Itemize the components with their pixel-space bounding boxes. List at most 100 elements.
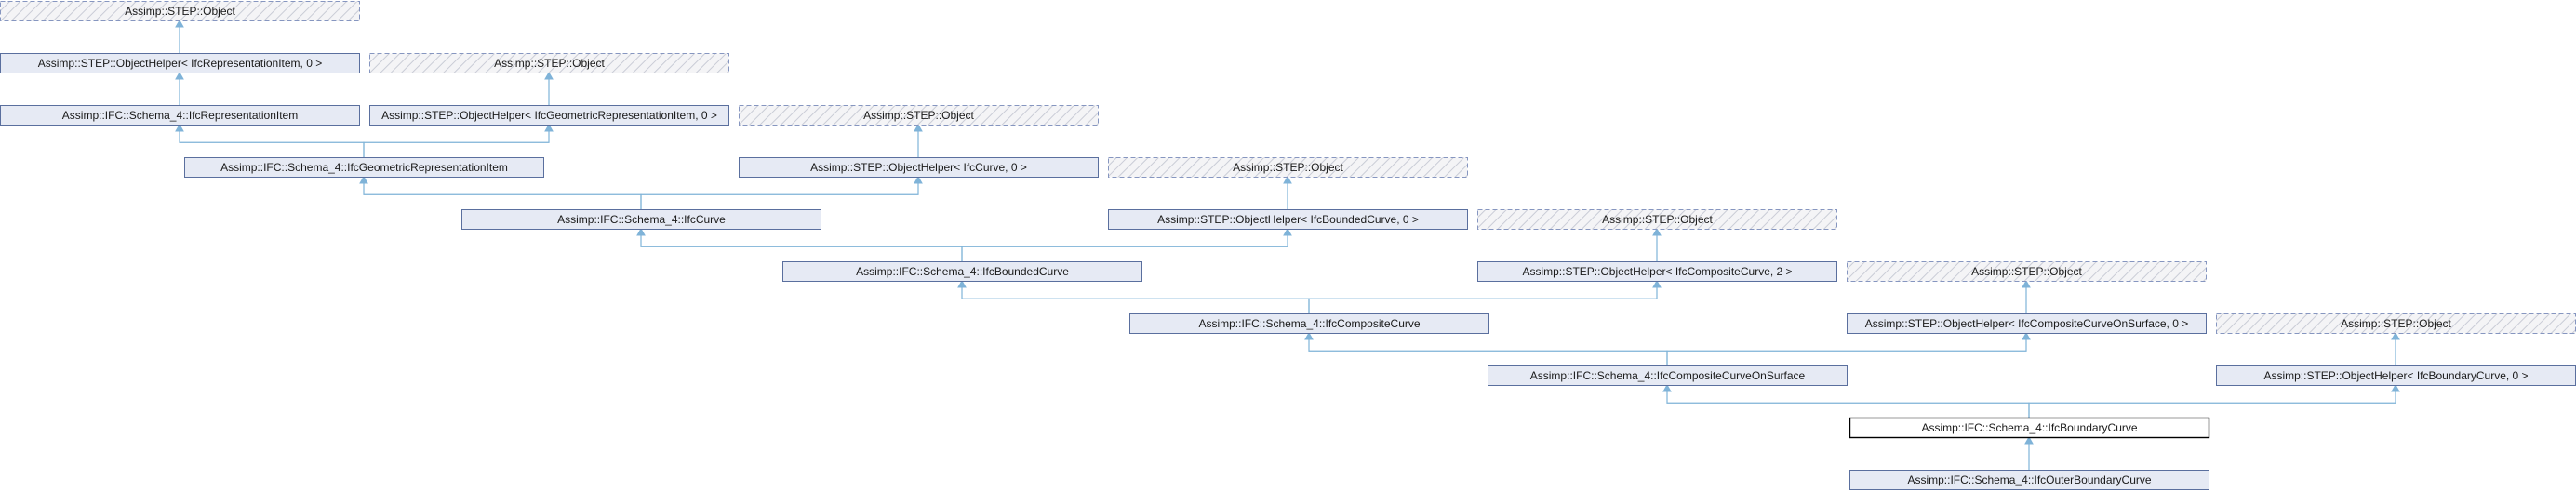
arrowhead-icon bbox=[544, 123, 554, 132]
class-box bbox=[1108, 157, 1468, 178]
class-label: Assimp::IFC::Schema_4::IfcRepresentation… bbox=[62, 109, 298, 122]
class-box bbox=[1849, 417, 2210, 439]
class-box bbox=[1477, 261, 1837, 282]
class-box bbox=[0, 53, 360, 73]
arrowhead-icon bbox=[175, 123, 184, 132]
arrowhead-icon bbox=[359, 175, 368, 184]
arrowhead-icon bbox=[175, 71, 184, 80]
arrowhead-icon bbox=[636, 227, 646, 236]
arrowhead-icon bbox=[957, 279, 967, 288]
class-box bbox=[369, 53, 729, 73]
arrowhead-icon bbox=[914, 123, 923, 132]
class-node-obj4[interactable]: Assimp::STEP::Object bbox=[1108, 157, 1468, 178]
class-node-cc[interactable]: Assimp::IFC::Schema_4::IfcCompositeCurve bbox=[1129, 313, 1489, 334]
inheritance-edge bbox=[1666, 391, 2030, 418]
class-label: Assimp::STEP::Object bbox=[1602, 213, 1713, 226]
class-node-oh-bc[interactable]: Assimp::STEP::ObjectHelper< IfcBoundedCu… bbox=[1108, 209, 1468, 230]
inheritance-edge bbox=[640, 234, 963, 261]
class-label: Assimp::STEP::Object bbox=[1233, 161, 1343, 174]
class-box bbox=[184, 157, 544, 178]
arrowhead-icon bbox=[1283, 175, 1292, 184]
class-box bbox=[461, 209, 821, 230]
class-box bbox=[1849, 470, 2209, 490]
class-label: Assimp::STEP::ObjectHelper< IfcComposite… bbox=[1865, 317, 2188, 330]
class-node-ccos[interactable]: Assimp::IFC::Schema_4::IfcCompositeCurve… bbox=[1488, 365, 1848, 386]
inheritance-edge bbox=[1666, 338, 2027, 365]
class-label: Assimp::STEP::ObjectHelper< IfcCurve, 0 … bbox=[810, 161, 1027, 174]
inheritance-edge bbox=[961, 234, 1288, 261]
class-node-obj6[interactable]: Assimp::STEP::Object bbox=[1847, 261, 2207, 282]
class-node-oh-ri[interactable]: Assimp::STEP::ObjectHelper< IfcRepresent… bbox=[0, 53, 360, 73]
class-label: Assimp::IFC::Schema_4::IfcCurve bbox=[557, 213, 726, 226]
class-node-oh-curve[interactable]: Assimp::STEP::ObjectHelper< IfcCurve, 0 … bbox=[739, 157, 1099, 178]
class-box bbox=[1847, 313, 2207, 334]
arrowhead-icon bbox=[2024, 435, 2034, 445]
class-node-oh-gri[interactable]: Assimp::STEP::ObjectHelper< IfcGeometric… bbox=[369, 105, 729, 126]
class-box bbox=[0, 1, 360, 21]
class-label: Assimp::STEP::Object bbox=[863, 109, 974, 122]
class-node-obj1[interactable]: Assimp::STEP::Object bbox=[0, 1, 360, 21]
class-label: Assimp::STEP::ObjectHelper< IfcBoundedCu… bbox=[1157, 213, 1419, 226]
arrowhead-icon bbox=[914, 175, 923, 184]
arrowhead-icon bbox=[1652, 279, 1662, 288]
class-box bbox=[739, 105, 1099, 126]
inheritance-edge bbox=[363, 182, 642, 209]
class-node-obj3[interactable]: Assimp::STEP::Object bbox=[739, 105, 1099, 126]
class-node-bc[interactable]: Assimp::IFC::Schema_4::IfcBoundedCurve bbox=[782, 261, 1142, 282]
inheritance-edge bbox=[1308, 286, 1658, 313]
class-box bbox=[1488, 365, 1848, 386]
class-box bbox=[369, 105, 729, 126]
class-label: Assimp::STEP::ObjectHelper< IfcGeometric… bbox=[381, 109, 717, 122]
class-node-oh-cc[interactable]: Assimp::STEP::ObjectHelper< IfcComposite… bbox=[1477, 261, 1837, 282]
class-box bbox=[1477, 209, 1837, 230]
inheritance-edge bbox=[2028, 391, 2396, 418]
class-label: Assimp::IFC::Schema_4::IfcCompositeCurve… bbox=[1530, 369, 1806, 382]
arrowhead-icon bbox=[1304, 331, 1314, 340]
class-label: Assimp::STEP::Object bbox=[1971, 265, 2082, 278]
class-node-oh-ccos[interactable]: Assimp::STEP::ObjectHelper< IfcComposite… bbox=[1847, 313, 2207, 334]
class-node-oh-bnd[interactable]: Assimp::STEP::ObjectHelper< IfcBoundaryC… bbox=[2216, 365, 2576, 386]
arrowhead-icon bbox=[1283, 227, 1292, 236]
arrowhead-icon bbox=[544, 71, 554, 80]
class-label: Assimp::IFC::Schema_4::IfcCompositeCurve bbox=[1198, 317, 1420, 330]
class-label: Assimp::STEP::Object bbox=[2341, 317, 2451, 330]
inheritance-edge bbox=[363, 130, 550, 157]
class-box bbox=[1847, 261, 2207, 282]
arrowhead-icon bbox=[2022, 331, 2031, 340]
class-label: Assimp::STEP::ObjectHelper< IfcComposite… bbox=[1522, 265, 1792, 278]
class-box bbox=[1129, 313, 1489, 334]
class-node-obj2[interactable]: Assimp::STEP::Object bbox=[369, 53, 729, 73]
inheritance-edge bbox=[179, 130, 365, 157]
class-node-bnd: Assimp::IFC::Schema_4::IfcBoundaryCurve bbox=[1849, 417, 2210, 439]
inheritance-edge bbox=[1308, 338, 1668, 365]
edges-layer bbox=[175, 19, 2400, 470]
class-node-ri[interactable]: Assimp::IFC::Schema_4::IfcRepresentation… bbox=[0, 105, 360, 126]
class-node-obj7[interactable]: Assimp::STEP::Object bbox=[2216, 313, 2576, 334]
class-node-curve[interactable]: Assimp::IFC::Schema_4::IfcCurve bbox=[461, 209, 821, 230]
inheritance-edge bbox=[961, 286, 1310, 313]
class-node-obc[interactable]: Assimp::IFC::Schema_4::IfcOuterBoundaryC… bbox=[1849, 470, 2209, 490]
class-box bbox=[1108, 209, 1468, 230]
arrowhead-icon bbox=[2391, 331, 2400, 340]
arrowhead-icon bbox=[1652, 227, 1662, 236]
class-label: Assimp::STEP::ObjectHelper< IfcRepresent… bbox=[38, 57, 322, 70]
arrowhead-icon bbox=[2022, 279, 2031, 288]
class-box bbox=[739, 157, 1099, 178]
class-label: Assimp::IFC::Schema_4::IfcGeometricRepre… bbox=[220, 161, 508, 174]
class-label: Assimp::STEP::ObjectHelper< IfcBoundaryC… bbox=[2263, 369, 2528, 382]
class-label: Assimp::STEP::Object bbox=[494, 57, 605, 70]
class-node-obj5[interactable]: Assimp::STEP::Object bbox=[1477, 209, 1837, 230]
class-label: Assimp::IFC::Schema_4::IfcBoundaryCurve bbox=[1921, 421, 2137, 434]
class-label: Assimp::IFC::Schema_4::IfcOuterBoundaryC… bbox=[1907, 473, 2151, 486]
class-label: Assimp::IFC::Schema_4::IfcBoundedCurve bbox=[856, 265, 1069, 278]
arrowhead-icon bbox=[2391, 383, 2400, 392]
arrowhead-icon bbox=[1662, 383, 1672, 392]
class-label: Assimp::STEP::Object bbox=[125, 5, 235, 18]
arrowhead-icon bbox=[175, 19, 184, 28]
inheritance-edge bbox=[640, 182, 919, 209]
class-box bbox=[782, 261, 1142, 282]
class-box bbox=[0, 105, 360, 126]
class-node-gri[interactable]: Assimp::IFC::Schema_4::IfcGeometricRepre… bbox=[184, 157, 544, 178]
